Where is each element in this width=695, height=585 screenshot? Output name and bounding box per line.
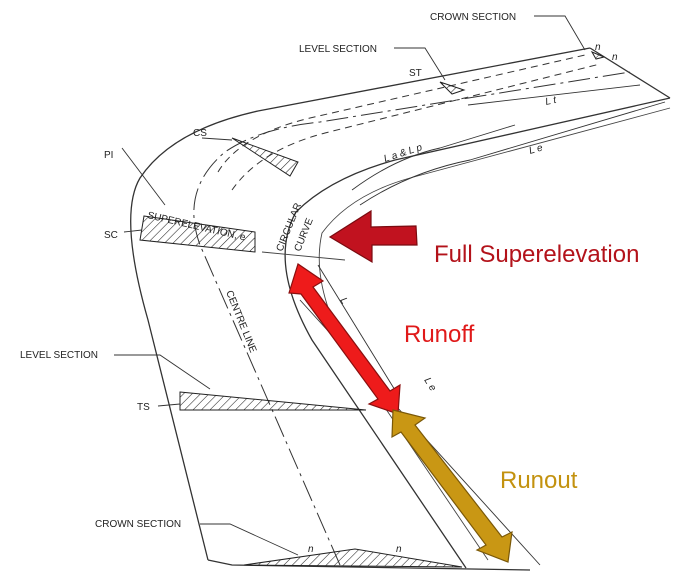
cs-section bbox=[231, 137, 299, 177]
le-side-label: L e bbox=[421, 376, 438, 394]
l-side-dimension bbox=[317, 264, 399, 396]
crown-top-section bbox=[590, 50, 606, 60]
cross-sections bbox=[139, 50, 606, 568]
road-outline bbox=[130, 47, 671, 571]
ts-label: TS bbox=[137, 402, 150, 413]
annotation-arrows bbox=[288, 209, 513, 563]
crown-end-top bbox=[589, 47, 671, 99]
inner-road-edge-2 bbox=[318, 107, 671, 561]
full-superelevation-label: Full Superelevation bbox=[434, 241, 639, 268]
st-section bbox=[439, 81, 466, 95]
outer-road-edge bbox=[130, 47, 591, 561]
runout-arrow bbox=[391, 409, 513, 563]
st-label: ST bbox=[409, 68, 422, 79]
la-lp-dimension bbox=[351, 124, 516, 191]
circular-curve-limit bbox=[261, 251, 346, 261]
level-section-left-label: LEVEL SECTION bbox=[20, 350, 98, 361]
dimension-lines bbox=[299, 84, 666, 566]
centre-line-path bbox=[193, 71, 631, 566]
le-top-dimension bbox=[359, 101, 666, 206]
runoff-label: Runoff bbox=[404, 321, 475, 348]
crown-section-top-label: CROWN SECTION bbox=[430, 12, 516, 23]
leader-pi bbox=[121, 147, 166, 206]
leader-sc bbox=[123, 229, 143, 233]
lt-dimension bbox=[467, 84, 641, 106]
dashed-line-upper bbox=[217, 54, 586, 173]
ts-level-section bbox=[179, 391, 367, 411]
le-top-label: L e bbox=[528, 142, 545, 156]
n-bottom-2: n bbox=[396, 544, 402, 555]
annotation-text: Full Superelevation Runoff Runout bbox=[404, 241, 639, 494]
leader-level-top bbox=[394, 47, 446, 81]
sc-label: SC bbox=[104, 230, 118, 241]
leader-ts bbox=[157, 403, 181, 407]
cs-label: CS bbox=[193, 128, 207, 139]
crown-bottom-section bbox=[243, 548, 463, 568]
leader-crown-top bbox=[534, 15, 586, 51]
full-superelevation-arrow bbox=[328, 209, 418, 264]
leader-crown-bottom bbox=[200, 523, 299, 556]
level-section-top-label: LEVEL SECTION bbox=[299, 44, 377, 55]
bottom-edge bbox=[207, 559, 531, 571]
leader-level-left bbox=[114, 354, 211, 390]
leader-lines bbox=[114, 15, 586, 556]
inner-road-edge bbox=[284, 97, 671, 569]
runoff-arrow bbox=[288, 263, 401, 415]
runout-label: Runout bbox=[500, 467, 578, 494]
leader-cs bbox=[201, 137, 233, 141]
lt-label: L t bbox=[544, 95, 558, 108]
n-bottom-1: n bbox=[308, 544, 314, 555]
pi-label: PI bbox=[104, 150, 113, 161]
la-lp-label: L a & L p bbox=[383, 142, 425, 165]
n-top-1: n bbox=[595, 42, 601, 53]
l-side-label: L bbox=[337, 296, 349, 307]
superelevation-section bbox=[139, 215, 256, 253]
n-top-2: n bbox=[612, 52, 618, 63]
centre-line-label: CENTRE LINE bbox=[223, 289, 258, 355]
crown-section-bottom-label: CROWN SECTION bbox=[95, 519, 181, 530]
